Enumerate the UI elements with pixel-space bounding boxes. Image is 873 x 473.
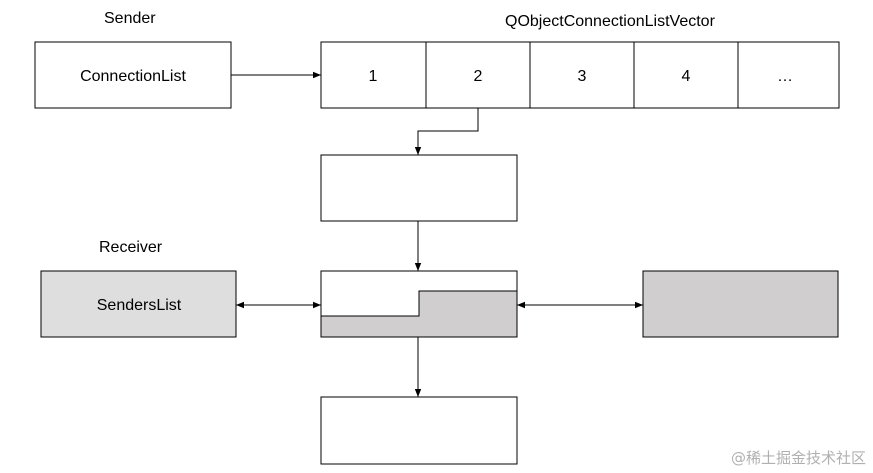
cell-2-to-connection-arrow <box>414 108 479 155</box>
connection-list-label: ConnectionList <box>80 68 186 85</box>
vector-cell-4-label: 4 <box>682 68 691 85</box>
vector-cell-3-label: 3 <box>578 68 587 85</box>
connection-list-box: ConnectionList <box>34 41 232 109</box>
connection-node-3 <box>320 396 518 465</box>
sender-label: Sender <box>104 10 156 27</box>
watermark-text: @稀土掘金技术社区 <box>731 449 866 467</box>
vector-cell-more <box>737 41 840 109</box>
receiver-label: Receiver <box>99 239 163 256</box>
vector-cell-1-label: 1 <box>369 68 378 85</box>
right-node-box <box>642 270 839 338</box>
senders-list-label: SendersList <box>97 297 182 314</box>
connection-node-1 <box>320 154 518 222</box>
senders-list-box: SendersList <box>40 270 237 338</box>
connection-node-2 <box>320 270 518 338</box>
vector-cell-2-label: 2 <box>474 68 483 85</box>
vector-cell-more-label: … <box>777 68 793 85</box>
vector-cell-1 <box>320 41 427 109</box>
vector-title-label: QObjectConnectionListVector <box>505 13 716 30</box>
connection-list-vector: 1 2 3 4 … <box>320 41 840 109</box>
